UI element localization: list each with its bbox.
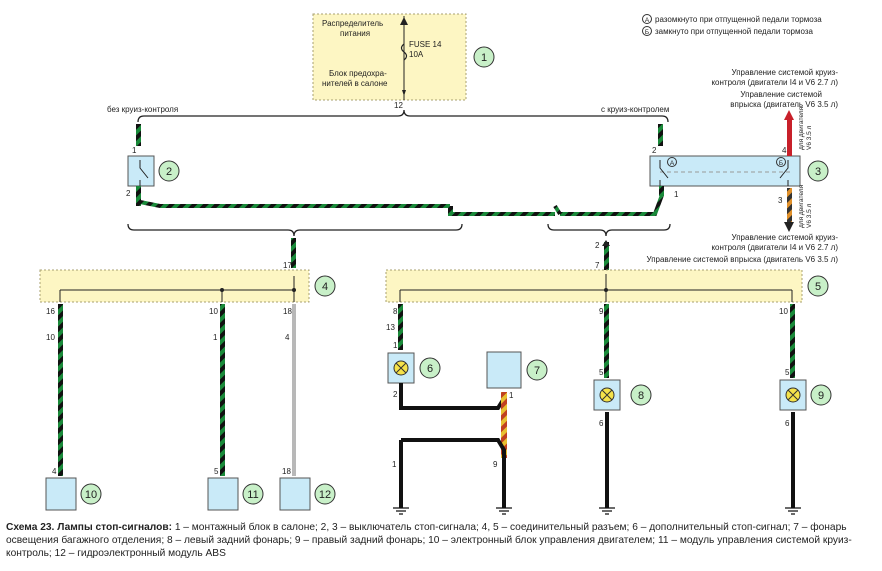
legend: А разомкнуто при отпущенной педали тормо… — [642, 14, 822, 36]
module12-pin: 18 — [282, 467, 291, 476]
component-number-8: 8 — [638, 390, 644, 402]
fuse-box: Распределитель питания FUSE 14 10A Блок … — [312, 13, 495, 110]
module10-pin: 4 — [52, 467, 57, 476]
c5-pin7: 7 — [595, 261, 600, 270]
caption-text: 1 – монтажный блок в салоне; 2, 3 – выкл… — [6, 522, 852, 559]
wire10-pin: 10 — [46, 333, 55, 342]
switch2-pin2: 2 — [126, 189, 131, 198]
lamp9-pin5: 5 — [785, 368, 790, 377]
switch3-pin4: 4 — [782, 146, 787, 155]
c4-pin18: 18 — [283, 307, 292, 316]
branch-left-label: без круиз-контроля — [107, 105, 178, 114]
top-harness: без круиз-контроля с круиз-контролем — [107, 105, 669, 146]
module-11: 11 — [207, 477, 264, 511]
note-vert-top-1: для двигателя — [798, 106, 805, 150]
legend-a-text: разомкнуто при отпущенной педали тормоза — [655, 15, 822, 24]
component-number-11: 11 — [247, 489, 258, 501]
component-number-10: 10 — [85, 489, 97, 501]
right-notes: Управление системой круиз- контроля (дви… — [646, 68, 838, 264]
c5-pin8: 8 — [393, 307, 398, 316]
note-vert-bot-1: для двигателя — [798, 184, 805, 228]
caption-title: Схема 23. Лампы стоп-сигналов: — [6, 522, 172, 533]
fuse-pin: 12 — [394, 101, 403, 110]
left-wires: 10 1 4 4 5 18 — [46, 304, 296, 476]
legend-a-letter: А — [645, 17, 650, 24]
fuse-label-top-1: Распределитель — [322, 19, 383, 28]
note-vert-bot-2: V6 3.5 л — [806, 203, 813, 228]
switch3-pin1: 1 — [674, 190, 679, 199]
lamp6-pin2: 2 — [393, 390, 398, 399]
component-number-7: 7 — [534, 365, 540, 377]
fuse-label-bottom-1: Блок предохра- — [329, 69, 387, 78]
note-bot2: Управление системой впрыска (двигатель V… — [646, 255, 838, 264]
note-bot1-line1: Управление системой круиз- — [732, 233, 839, 242]
lamp-8: 5 6 8 — [593, 304, 652, 515]
note-top1-line1: Управление системой круиз- — [732, 68, 839, 77]
note-bot1-line2: контроля (двигатели I4 и V6 2.7 л) — [711, 243, 838, 252]
switch3-pin2: 2 — [652, 146, 657, 155]
component-number-9: 9 — [818, 390, 824, 402]
module-10: 10 — [45, 477, 102, 511]
c5-pin9: 9 — [599, 307, 604, 316]
legend-b-text: замкнуто при отпущенной педали тормоза — [655, 27, 814, 36]
wire11-pin: 1 — [213, 333, 218, 342]
c5-pin10: 10 — [779, 307, 788, 316]
c5-pin2: 2 — [595, 241, 600, 250]
branch-right-label: с круиз-контролем — [601, 105, 669, 114]
wire12-pin: 4 — [285, 333, 290, 342]
component-number-3: 3 — [815, 166, 821, 178]
component-number-12: 12 — [319, 489, 331, 501]
component-number-2: 2 — [166, 166, 172, 178]
c4-pin16: 16 — [46, 307, 55, 316]
fuse-label-top-2: питания — [340, 29, 370, 38]
lamp7-pin1: 1 — [509, 391, 514, 400]
brake-switch-3: А Б 2 1 4 3 3 — [649, 110, 829, 232]
lamp9-pin6: 6 — [785, 419, 790, 428]
wiring-diagram: Распределитель питания FUSE 14 10A Блок … — [39, 13, 838, 515]
note-top2-line2: впрыска (двигатель V6 3.5 л) — [730, 100, 838, 109]
switch3-letter-a: А — [670, 160, 675, 167]
legend-b-letter: Б — [645, 29, 649, 36]
lamp8-pin6: 6 — [599, 419, 604, 428]
module-12: 12 — [279, 477, 336, 511]
lamp-9: 5 6 9 — [779, 304, 832, 515]
component-number-5: 5 — [815, 281, 821, 293]
c4-pin10: 10 — [209, 307, 218, 316]
lamp-7: 7 1 9 1 — [392, 351, 548, 469]
brake-switch-2: 1 2 2 — [126, 146, 180, 198]
c4-pin17: 17 — [283, 261, 292, 270]
connector-4: 17 16 10 18 4 — [39, 261, 336, 316]
switch3-letter-b: Б — [779, 160, 783, 167]
component-number-4: 4 — [322, 281, 328, 293]
lamp-6: 13 1 2 6 — [386, 304, 441, 399]
note-top2-line1: Управление системой — [740, 90, 822, 99]
lamp8-pin5: 5 — [599, 368, 604, 377]
switch3-pin3: 3 — [778, 196, 783, 205]
note-top1-line2: контроля (двигатели I4 и V6 2.7 л) — [711, 78, 838, 87]
fuse-rating: 10A — [409, 50, 424, 59]
fuse-name: FUSE 14 — [409, 40, 442, 49]
lamp6-pin1: 1 — [393, 341, 398, 350]
lamp6-pin13: 13 — [386, 323, 395, 332]
component-number-6: 6 — [427, 363, 433, 375]
note-vert-top-2: V6 3.5 л — [806, 125, 813, 150]
middle-harness: 2 — [127, 186, 671, 270]
component-number-1: 1 — [481, 52, 487, 64]
module11-pin: 5 — [214, 467, 219, 476]
lamp7-pin9: 9 — [493, 460, 498, 469]
fuse-label-bottom-2: нителей в салоне — [322, 79, 388, 88]
lamp6-7-wiring — [393, 383, 512, 515]
connector-5: 7 8 9 10 5 — [385, 261, 829, 316]
diagram-caption: Схема 23. Лампы стоп-сигналов: 1 – монта… — [6, 521, 876, 560]
switch2-pin1: 1 — [132, 146, 137, 155]
ground-pin1: 1 — [392, 460, 397, 469]
